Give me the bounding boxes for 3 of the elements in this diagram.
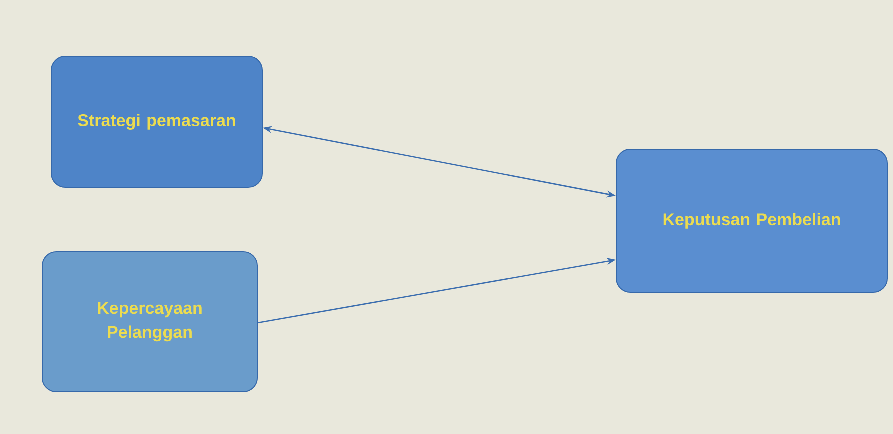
process-box: Strategi pemasaran (51, 56, 263, 188)
process-box: Kepercayaan Pelanggan (42, 252, 258, 392)
process-box: Keputusan Pembelian (616, 149, 888, 293)
